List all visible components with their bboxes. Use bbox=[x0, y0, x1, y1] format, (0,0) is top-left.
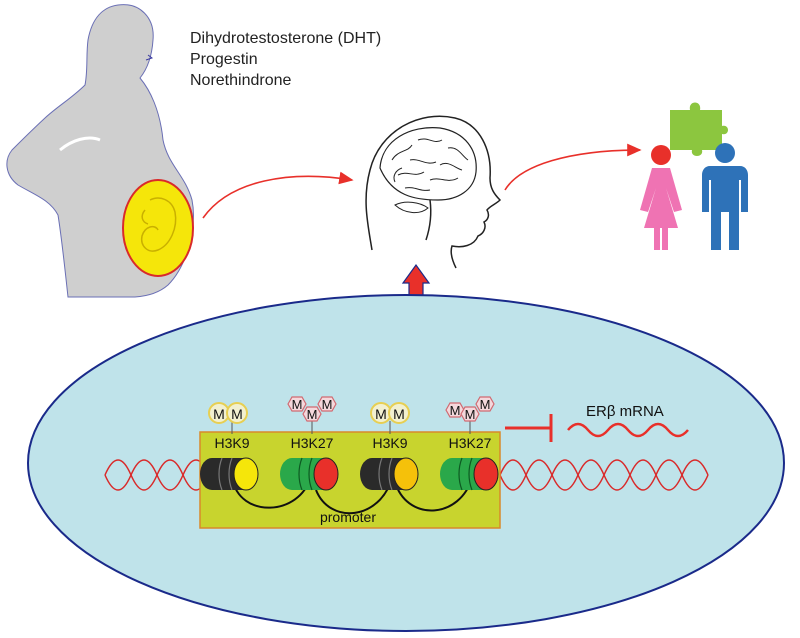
methyl-4c: M bbox=[480, 397, 491, 412]
methyl-groups-3: M M bbox=[370, 402, 410, 434]
up-arrow-icon bbox=[401, 263, 431, 298]
male-figure-icon bbox=[702, 143, 748, 250]
nucleosome-3 bbox=[360, 457, 419, 491]
hormone-norethindrone: Norethindrone bbox=[190, 72, 292, 89]
fetus-icon bbox=[122, 179, 194, 277]
methyl-3a: M bbox=[375, 406, 387, 422]
histone-label-1: H3K9 bbox=[214, 435, 249, 451]
histone-label-3: H3K9 bbox=[372, 435, 407, 451]
inhibition-symbol bbox=[505, 414, 553, 442]
brain-head-icon bbox=[365, 115, 502, 269]
methyl-2b: M bbox=[307, 407, 318, 422]
nucleosome-1 bbox=[200, 457, 259, 491]
methyl-2c: M bbox=[322, 397, 333, 412]
female-figure-icon bbox=[640, 145, 682, 250]
histone-label-2: H3K27 bbox=[291, 435, 334, 451]
hormone-list: Dihydrotestosterone (DHT) Progestin Nore… bbox=[190, 28, 381, 91]
methyl-groups-1: M M bbox=[208, 402, 248, 434]
promoter-label: promoter bbox=[320, 509, 376, 525]
hormone-dht: Dihydrotestosterone (DHT) bbox=[190, 30, 382, 47]
erb-mrna-label: ERβ mRNA bbox=[586, 403, 664, 420]
histone-label-4: H3K27 bbox=[449, 435, 492, 451]
dna-helix bbox=[104, 459, 709, 491]
nucleosome-2 bbox=[280, 457, 339, 491]
arrow-to-brain bbox=[202, 171, 354, 219]
methyl-1a: M bbox=[213, 406, 225, 422]
arrow-to-people bbox=[504, 143, 642, 191]
methyl-4b: M bbox=[465, 407, 476, 422]
methyl-3b: M bbox=[393, 406, 405, 422]
methyl-groups-4: M M M bbox=[445, 396, 495, 434]
methyl-4a: M bbox=[450, 403, 461, 418]
mrna-wave bbox=[567, 422, 689, 438]
methyl-2a: M bbox=[292, 397, 303, 412]
hormone-progestin: Progestin bbox=[190, 51, 258, 68]
nucleosome-4 bbox=[440, 457, 499, 491]
methyl-1b: M bbox=[231, 406, 243, 422]
puzzle-icon bbox=[670, 102, 728, 156]
methyl-groups-2: M M M bbox=[287, 396, 337, 434]
